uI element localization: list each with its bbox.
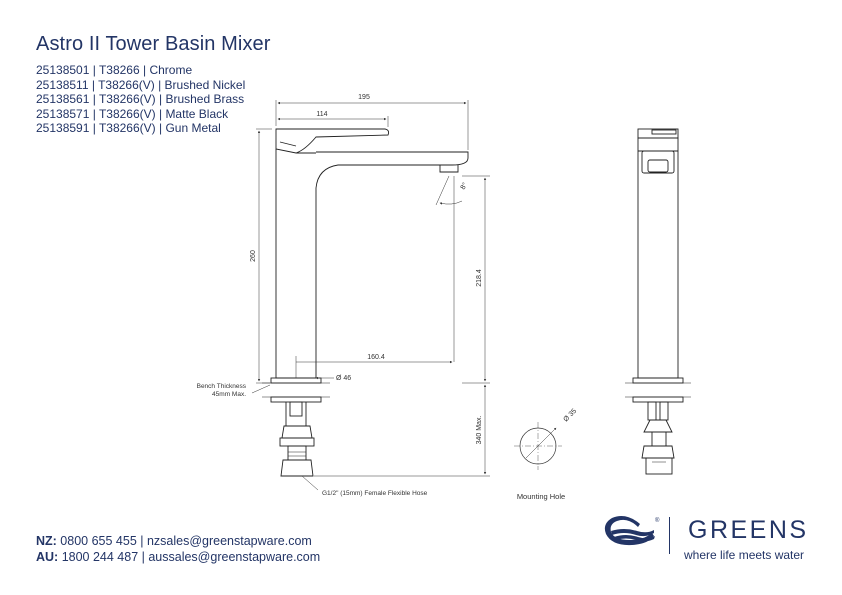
- dim-160: 160.4: [367, 354, 385, 361]
- mixer-body: [275, 149, 469, 379]
- au-details: 1800 244 487 | aussales@greenstapware.co…: [58, 550, 321, 564]
- dimension-labels: 195 114 260 218.4 160.4 Ø 46 340 Max. 8°…: [197, 94, 483, 497]
- page-title: Astro II Tower Basin Mixer: [36, 33, 271, 55]
- product-code: 25138591 | T38266(V) | Gun Metal: [36, 121, 221, 136]
- dim-46: Ø 46: [336, 375, 351, 382]
- hose-note: G1/2" (15mm) Female Flexible Hose: [322, 490, 428, 497]
- contact-au: AU: 1800 244 487 | aussales@greenstapwar…: [36, 549, 320, 565]
- mounting-hole-label: Mounting Hole: [517, 492, 565, 501]
- product-code: 25138561 | T38266(V) | Brushed Brass: [36, 92, 245, 107]
- dim-35: Ø 35: [562, 408, 578, 424]
- brand-tagline: where life meets water: [684, 548, 805, 562]
- dim-218: 218.4: [476, 269, 483, 287]
- mounting-hole: [514, 422, 562, 470]
- contact-nz: NZ: 0800 655 455 | nzsales@greenstapware…: [36, 533, 320, 549]
- dim-114: 114: [316, 111, 327, 118]
- product-code: 25138501 | T38266 | Chrome: [36, 63, 193, 77]
- dim-angle: 8°: [459, 181, 469, 191]
- front-view: [625, 128, 691, 475]
- bench-note-line2: 45mm Max.: [212, 391, 246, 398]
- brand-divider: [669, 517, 670, 554]
- brand-name: GREENS: [688, 516, 809, 544]
- lever-handle: [275, 128, 390, 154]
- contact-block: NZ: 0800 655 455 | nzsales@greenstapware…: [36, 533, 320, 565]
- nz-label: NZ:: [36, 534, 57, 548]
- nz-details: 0800 655 455 | nzsales@greenstapware.com: [56, 534, 312, 548]
- base-plate: [270, 377, 322, 384]
- bench-note-line1: Bench Thickness: [197, 383, 247, 390]
- product-code: 25138571 | T38266(V) | Matte Black: [36, 106, 229, 121]
- side-view: [262, 128, 469, 477]
- au-label: AU:: [36, 550, 59, 564]
- dim-260: 260: [250, 250, 257, 262]
- product-code: 25138511 | T38266(V) | Brushed Nickel: [36, 77, 246, 92]
- dim-195: 195: [358, 94, 370, 101]
- product-code-list: 25138501 | T38266 | Chrome 25138511 | T3…: [36, 63, 245, 136]
- dim-340: 340 Max.: [476, 416, 483, 445]
- dimension-lines: [251, 100, 490, 491]
